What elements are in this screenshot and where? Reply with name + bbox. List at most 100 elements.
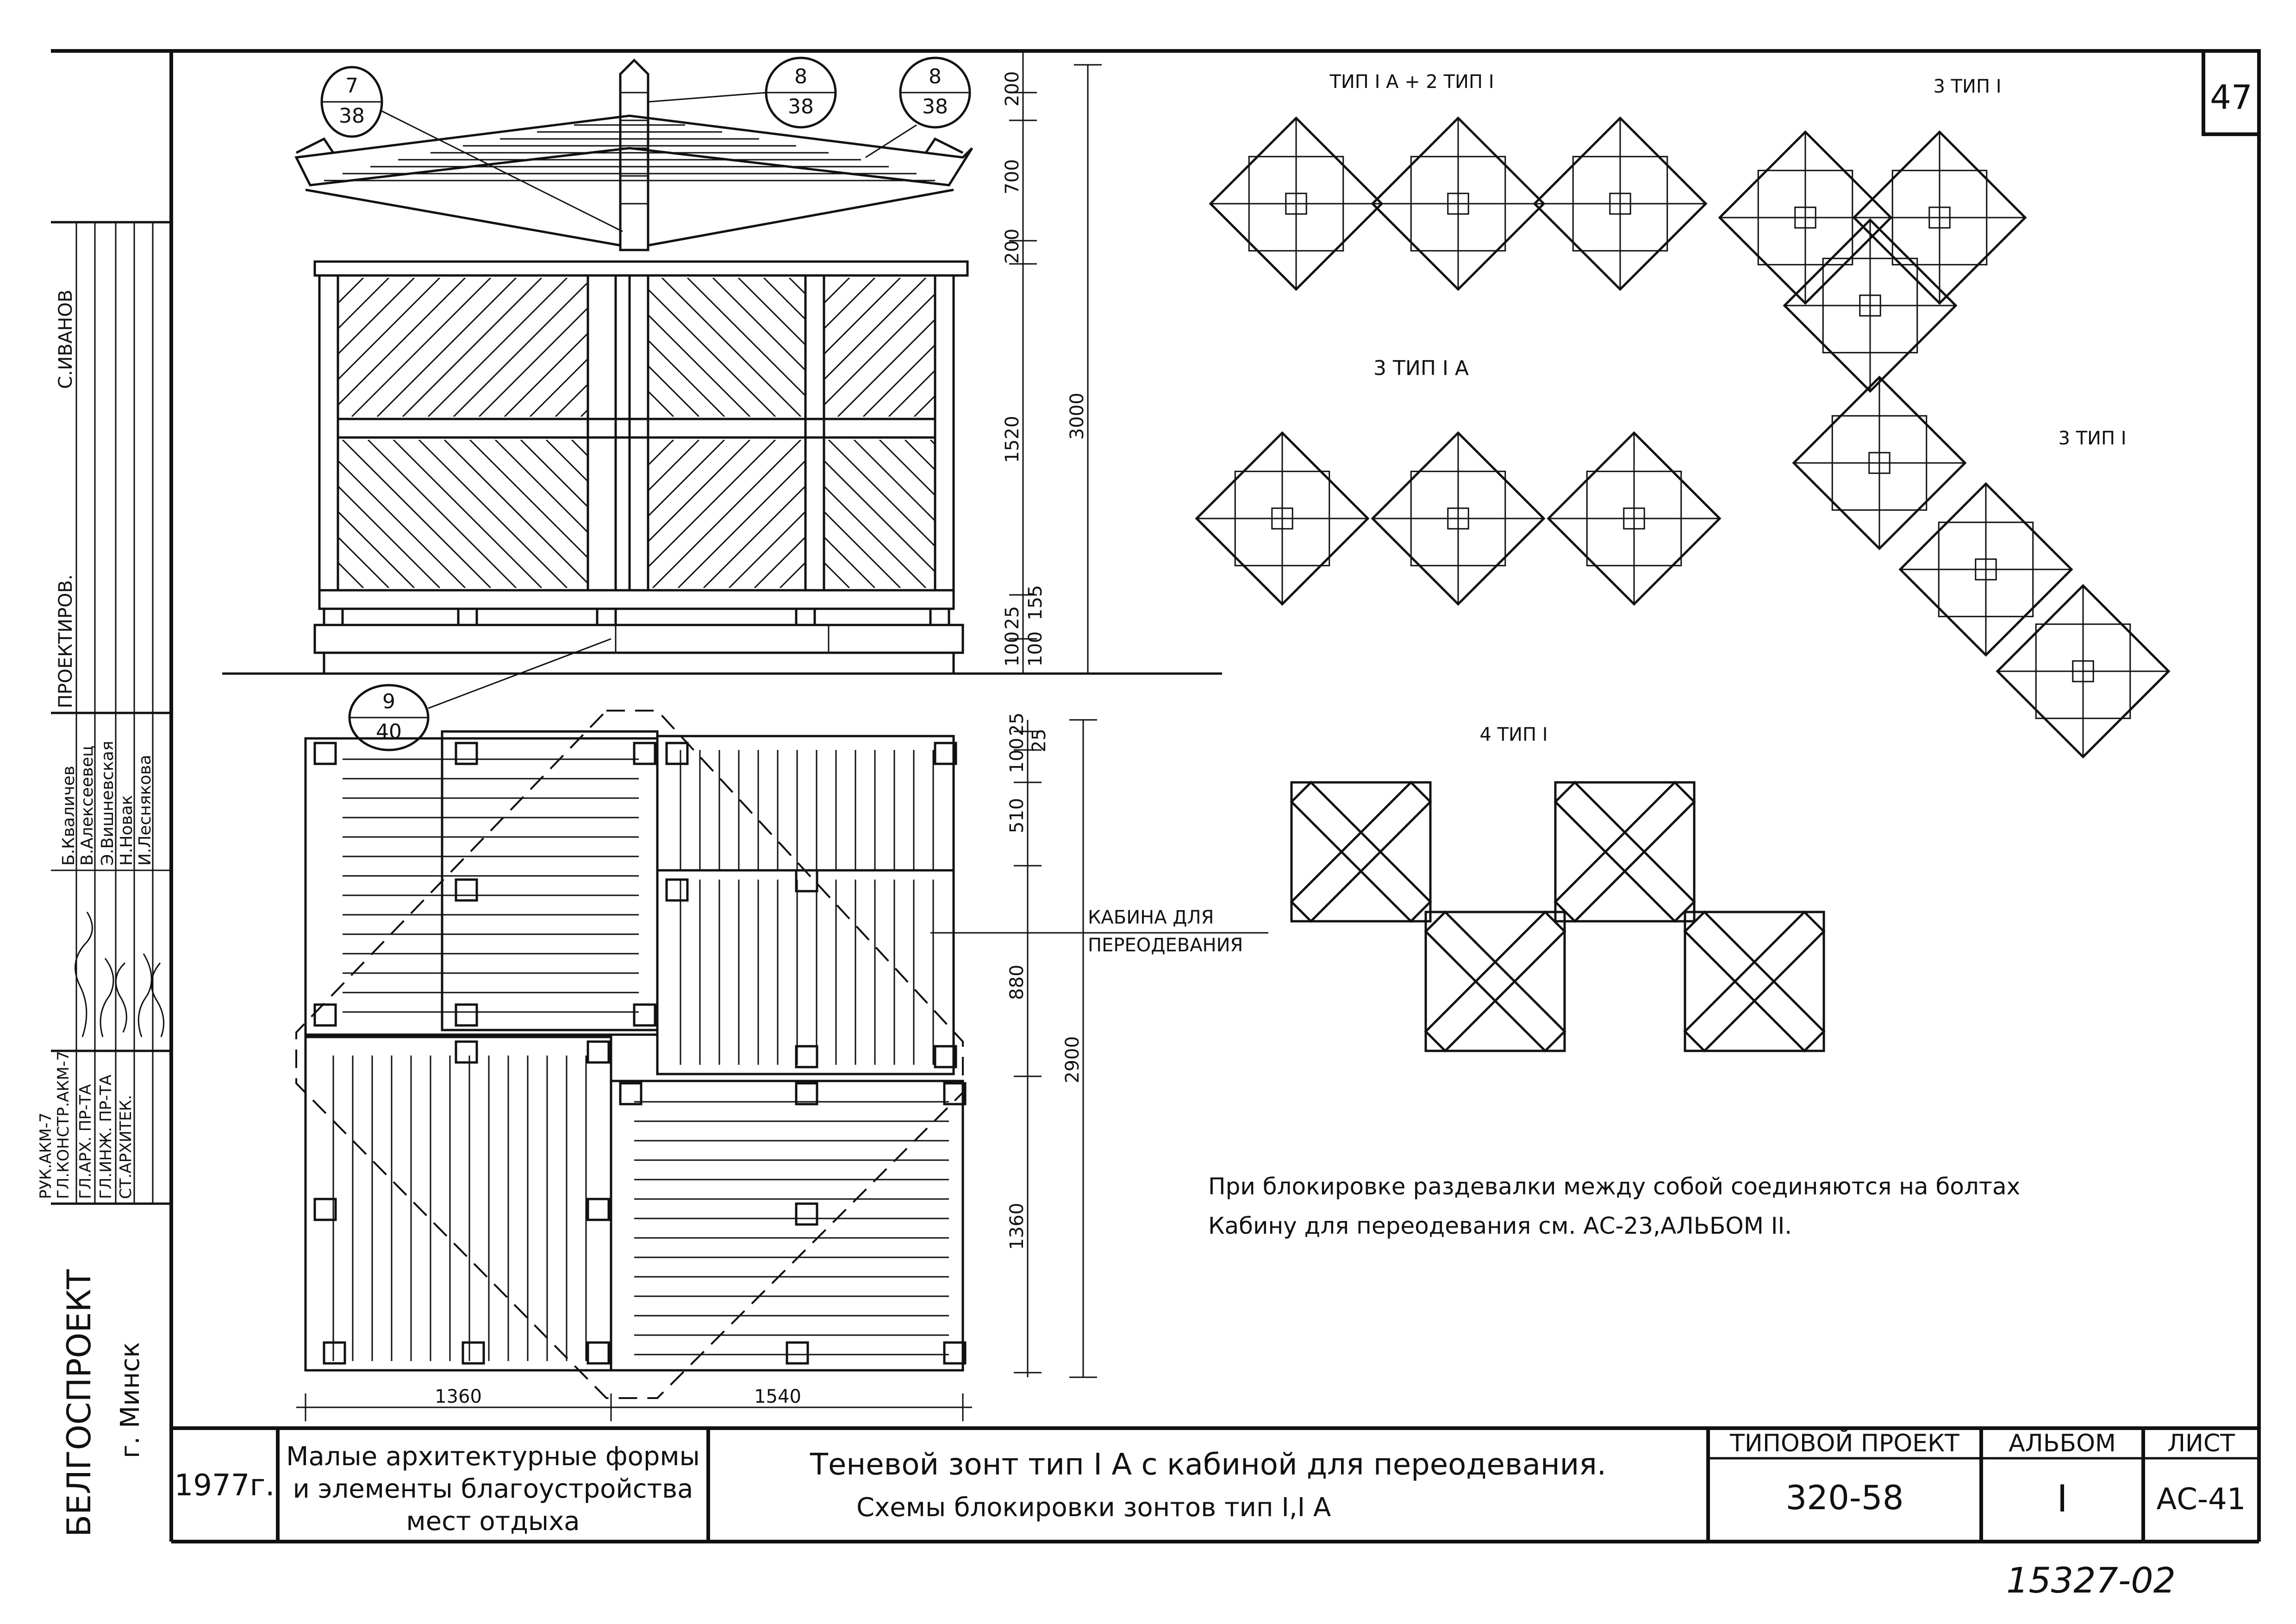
hatch-line <box>1007 440 1155 588</box>
plan-view <box>295 710 967 1399</box>
scheme-post <box>1609 193 1631 215</box>
elev-dim: 155 <box>1025 585 1046 620</box>
hatch-line <box>367 440 517 588</box>
note-line-1: При блокировке раздевалки между собой со… <box>1208 1173 2020 1200</box>
plan-dimensions <box>296 719 1097 1421</box>
hatch-line <box>648 339 725 417</box>
hatch-line <box>338 587 339 588</box>
stamp-name: Н.Новак <box>117 795 136 866</box>
hatch-line <box>623 440 771 588</box>
scheme-cabin <box>1290 781 1432 923</box>
scheme-cabin <box>1684 911 1825 1052</box>
callout-markers <box>320 56 971 751</box>
sheet-code: АС-41 <box>2157 1482 2246 1517</box>
callout-sheet: 38 <box>922 95 948 119</box>
scheme-beam <box>1683 910 1826 1053</box>
hatch-line <box>342 440 492 588</box>
hatch-line <box>703 485 805 588</box>
plan-post <box>633 1003 656 1027</box>
hatched-panels <box>338 278 1206 588</box>
plan-post <box>455 1040 478 1064</box>
hatch-line <box>338 278 364 305</box>
scheme-cabin <box>1554 781 1696 923</box>
hatch-line <box>418 440 568 588</box>
hatch-panel <box>824 278 935 417</box>
hatch-line <box>494 440 588 534</box>
plan-dim-total: 2900 <box>1062 1036 1083 1083</box>
hatch-line <box>648 440 649 441</box>
scheme-post <box>1794 206 1816 229</box>
plan-post <box>665 742 689 765</box>
stamp-role: ГЛ.ИНЖ. ПР-ТА <box>97 1074 115 1199</box>
signatures <box>75 912 165 1037</box>
plan-post <box>665 878 689 902</box>
scheme-post <box>2072 660 2094 682</box>
album-number: I <box>2057 1477 2068 1520</box>
elevation-dimensions <box>1009 51 1102 675</box>
scheme-post <box>1859 294 1881 317</box>
hatch-line <box>853 440 935 522</box>
plan-post <box>313 1003 337 1027</box>
side-stamp-org: БЕЛГОСПРОЕКТ <box>60 1269 98 1537</box>
hatch-line <box>338 278 339 279</box>
elev-dim: 25 <box>1002 606 1023 630</box>
plan-dim: 25 <box>1006 712 1028 736</box>
scheme-beam <box>1290 781 1432 923</box>
hatch-line <box>597 440 745 588</box>
hatch-line <box>648 440 776 568</box>
scheme-label: 3 ТИП I <box>1933 76 2001 97</box>
hatch-line <box>888 369 935 417</box>
hatch-line <box>402 278 543 417</box>
hatch-line <box>376 278 517 417</box>
hatch-line <box>648 415 649 417</box>
plan-post <box>313 1198 337 1221</box>
stamp-role: СТ.АРХИТЕК. <box>117 1095 135 1199</box>
plan-post <box>795 1082 818 1106</box>
scheme-beam <box>1424 910 1566 1053</box>
hatch-line <box>545 440 588 483</box>
note-line-2: Кабину для переодевания см. АС-23,АЛЬБОМ… <box>1208 1212 1792 1239</box>
hatch-line <box>443 440 588 585</box>
hatch-panel <box>648 440 805 588</box>
hatch-line <box>942 278 1081 417</box>
hatch-line <box>478 306 588 417</box>
inventory-number: 15327-02 <box>2006 1560 2176 1601</box>
hatch-line <box>779 561 805 588</box>
plan-posts <box>313 742 967 1365</box>
plan-post <box>943 1341 967 1365</box>
plan-post <box>586 1341 610 1365</box>
hatch-line <box>754 536 805 588</box>
hatch-line <box>824 278 876 330</box>
hatch-line <box>580 408 588 417</box>
album-label: АЛЬБОМ <box>2009 1430 2116 1457</box>
callout-sheet: 38 <box>339 104 365 128</box>
hatch-line <box>520 440 588 508</box>
plan-boards <box>332 750 949 1361</box>
album-title-line1: Малые архитектурные формы <box>286 1442 700 1472</box>
hatch-line <box>1058 440 1206 588</box>
plan-post <box>455 742 478 765</box>
hatch-line <box>469 440 588 559</box>
hatch-line <box>338 278 390 330</box>
plan-post <box>313 742 337 765</box>
hatch-line <box>648 440 674 467</box>
scheme-label: 3 ТИП I <box>2058 428 2126 449</box>
blocking-schemes <box>1195 116 2171 1053</box>
sheet-number: 47 <box>2210 78 2252 117</box>
cabin-label-line1: КАБИНА ДЛЯ <box>1088 907 1214 928</box>
hatch-line <box>824 459 935 573</box>
hatch-line <box>824 278 901 356</box>
roof-boards <box>324 124 935 181</box>
plan-post <box>586 1198 610 1221</box>
plan-post <box>795 869 818 893</box>
hatch-line <box>453 281 588 417</box>
hatch-line <box>891 278 1030 417</box>
scheme-beam <box>1554 781 1696 923</box>
sheet-title-line2: Схемы блокировки зонтов тип I,I А <box>856 1493 1331 1523</box>
plan-dim: 1360 <box>1006 1203 1028 1250</box>
stamp-role: ГЛ.АРХ. ПР-ТА <box>76 1084 95 1199</box>
plan-post <box>455 1003 478 1027</box>
hatch-line <box>338 278 441 381</box>
elev-dim: 1520 <box>1002 416 1023 463</box>
